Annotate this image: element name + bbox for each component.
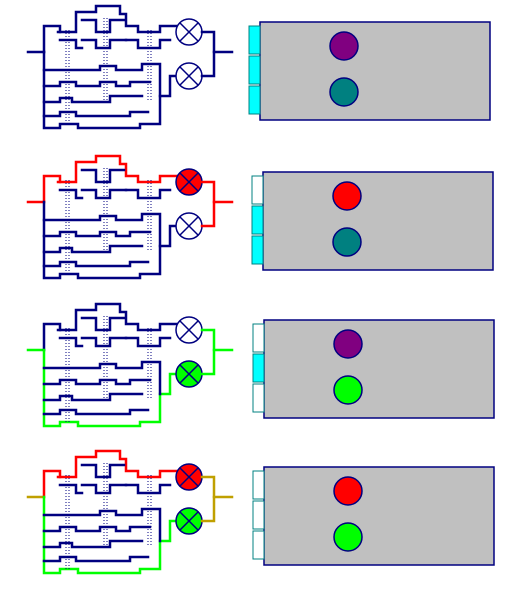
lower-contact-row bbox=[42, 525, 152, 533]
upper-side-contact bbox=[124, 38, 172, 50]
green-lamp-indicator-cross bbox=[179, 511, 199, 531]
red-lamp-indicator-cross bbox=[179, 22, 199, 42]
lower-contact-row bbox=[42, 260, 150, 268]
upper-path bbox=[56, 449, 178, 479]
lower-contact-row bbox=[42, 539, 144, 549]
red-signal-light bbox=[329, 31, 359, 61]
upper-branch bbox=[42, 322, 62, 352]
lower-contact-row bbox=[42, 507, 162, 543]
lower-path bbox=[42, 495, 178, 575]
output-bus bbox=[200, 30, 216, 78]
lower-path bbox=[42, 348, 178, 428]
upper-path bbox=[56, 154, 178, 184]
lower-contact-row bbox=[42, 360, 162, 396]
lower-path bbox=[42, 50, 178, 130]
output-bus bbox=[200, 328, 216, 376]
upper-side-contact bbox=[58, 483, 84, 495]
panel-tab-3 bbox=[252, 530, 265, 560]
green-signal-light bbox=[333, 522, 363, 552]
panel-tab-2 bbox=[248, 55, 261, 85]
panel-tab-2 bbox=[251, 205, 264, 235]
upper-branch bbox=[42, 469, 62, 499]
upper-inner-contact bbox=[80, 483, 128, 495]
circuit-row-3 bbox=[26, 302, 495, 428]
upper-side-contact bbox=[124, 336, 172, 348]
green-signal-light bbox=[333, 375, 363, 405]
upper-branch bbox=[42, 174, 62, 204]
panel-tab-3 bbox=[252, 383, 265, 413]
upper-inner-contact bbox=[80, 168, 126, 184]
panel-tab-1 bbox=[248, 25, 261, 55]
lower-contact-row bbox=[42, 230, 152, 238]
lower-contact-row bbox=[42, 408, 150, 416]
red-signal-light bbox=[332, 181, 362, 211]
upper-inner-contact bbox=[80, 18, 126, 34]
panel-tab-1 bbox=[252, 323, 265, 353]
lower-contact-row bbox=[42, 62, 162, 98]
circuit-row-2 bbox=[26, 154, 494, 280]
lower-contact-row bbox=[42, 110, 150, 118]
upper-inner-contact bbox=[80, 188, 128, 200]
lower-contact-row bbox=[42, 392, 144, 402]
signal-panel bbox=[263, 466, 495, 566]
upper-path bbox=[56, 4, 178, 34]
panel-tab-1 bbox=[251, 175, 264, 205]
panel-tab-3 bbox=[251, 235, 264, 265]
lower-contact-row bbox=[42, 244, 144, 254]
signal-panel bbox=[262, 171, 494, 271]
lower-contact-row bbox=[42, 212, 162, 248]
upper-side-contact bbox=[58, 188, 84, 200]
circuit-row-4 bbox=[26, 449, 495, 575]
lower-contact-row bbox=[42, 80, 152, 88]
green-lamp-indicator-cross bbox=[179, 364, 199, 384]
upper-side-contact bbox=[124, 483, 172, 495]
panel-tab-2 bbox=[252, 353, 265, 383]
circuit-row-1 bbox=[26, 4, 491, 130]
green-lamp-indicator-cross bbox=[179, 216, 199, 236]
red-signal-light bbox=[333, 329, 363, 359]
panel-tab-1 bbox=[252, 470, 265, 500]
upper-branch bbox=[42, 24, 62, 54]
signal-panel bbox=[263, 319, 495, 419]
lower-contact-row bbox=[42, 94, 144, 104]
green-lamp-indicator-cross bbox=[179, 66, 199, 86]
lower-contact-row bbox=[42, 555, 150, 563]
red-signal-light bbox=[333, 476, 363, 506]
upper-side-contact bbox=[58, 38, 84, 50]
red-lamp-indicator-cross bbox=[179, 467, 199, 487]
upper-side-contact bbox=[124, 188, 172, 200]
output-bus bbox=[200, 180, 216, 228]
upper-inner-contact bbox=[80, 38, 128, 50]
green-signal-light bbox=[332, 227, 362, 257]
upper-inner-contact bbox=[80, 336, 128, 348]
lower-path bbox=[42, 200, 178, 280]
panel-tab-3 bbox=[248, 85, 261, 115]
upper-path bbox=[56, 302, 178, 332]
signal-panel bbox=[259, 21, 491, 121]
red-lamp-indicator-cross bbox=[179, 172, 199, 192]
lower-contact-row bbox=[42, 378, 152, 386]
green-signal-light bbox=[329, 77, 359, 107]
panel-tab-2 bbox=[252, 500, 265, 530]
upper-inner-contact bbox=[80, 316, 126, 332]
output-bus bbox=[200, 475, 216, 523]
upper-inner-contact bbox=[80, 463, 126, 479]
upper-side-contact bbox=[58, 336, 84, 348]
red-lamp-indicator-cross bbox=[179, 320, 199, 340]
